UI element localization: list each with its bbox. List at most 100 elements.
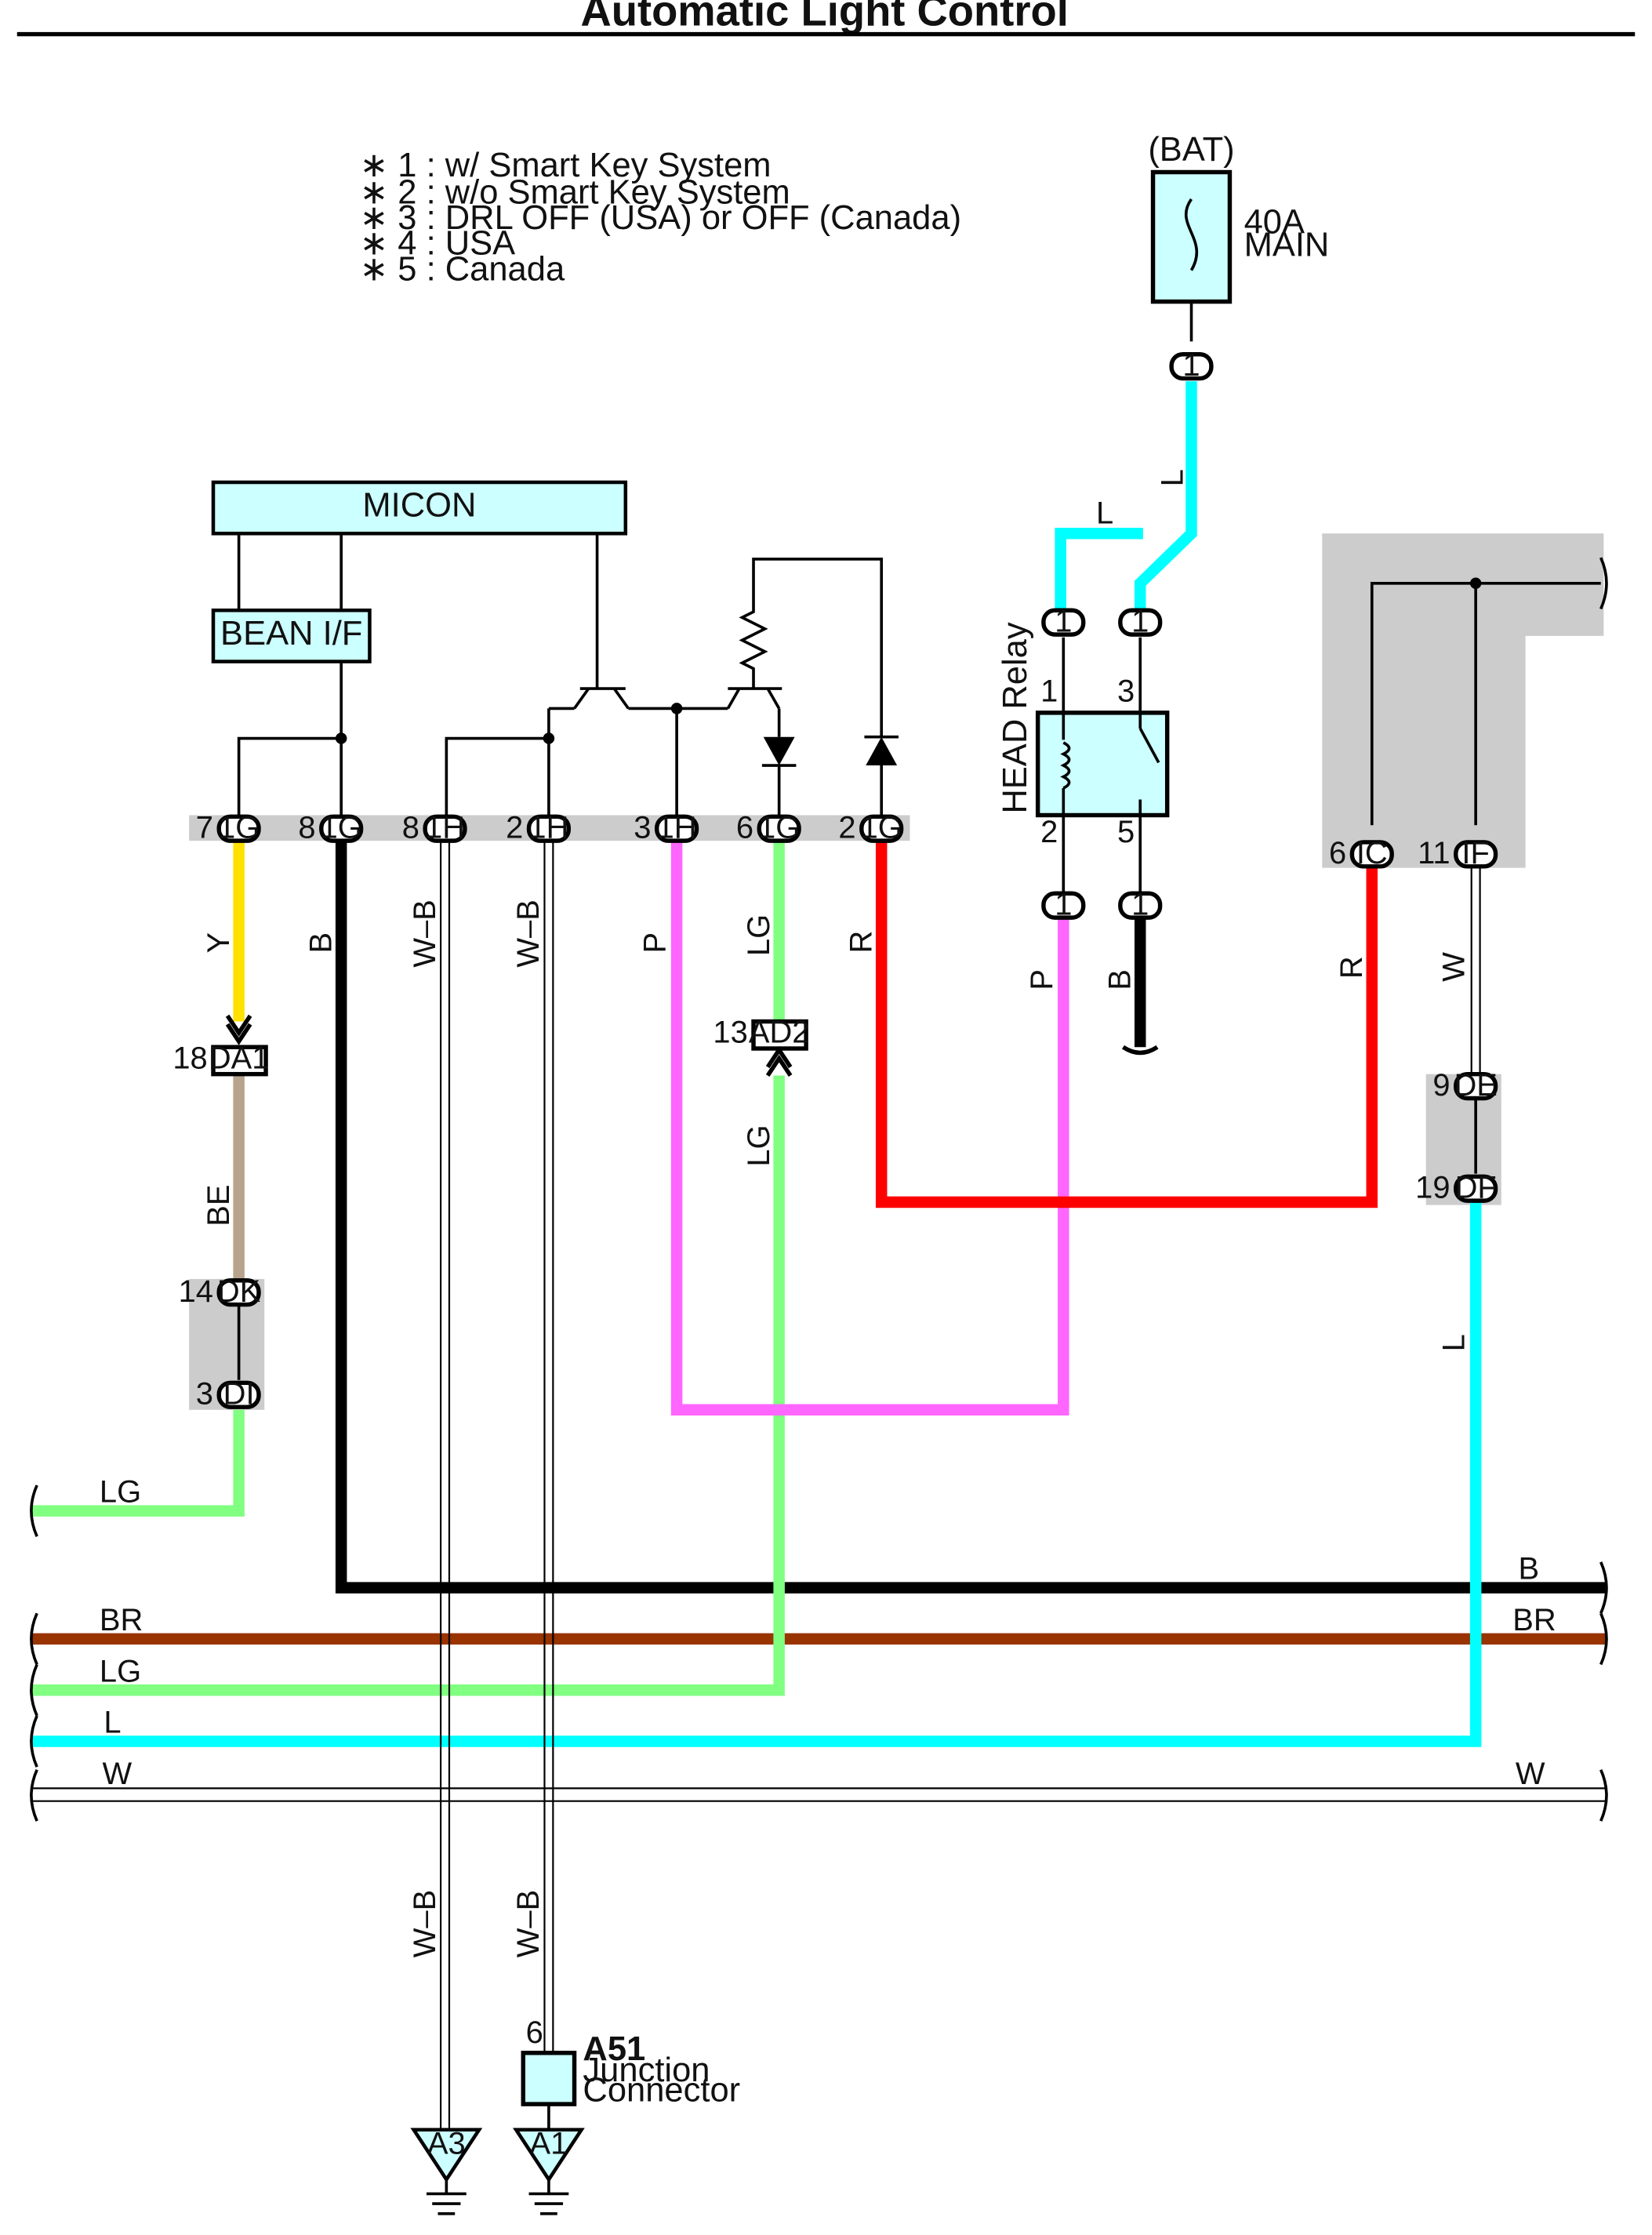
svg-text:AD2: AD2 bbox=[749, 1016, 810, 1050]
wire-b-bus bbox=[335, 841, 1607, 1594]
fuse-icon bbox=[1185, 198, 1198, 271]
svg-text:A3: A3 bbox=[427, 2127, 466, 2161]
svg-text:LG: LG bbox=[100, 1475, 141, 1510]
svg-text:P: P bbox=[638, 932, 673, 954]
svg-text:6: 6 bbox=[1329, 836, 1346, 870]
svg-text:W: W bbox=[1516, 1757, 1545, 1791]
svg-text:DF: DF bbox=[1455, 1170, 1497, 1205]
svg-text:1G: 1G bbox=[758, 811, 800, 845]
head-relay-label: HEAD Relay bbox=[997, 622, 1034, 814]
connector-relay-out-1: 1 bbox=[1041, 887, 1086, 921]
svg-text:W–B: W–B bbox=[408, 899, 442, 967]
svg-text:Y: Y bbox=[202, 932, 236, 954]
svg-text:1H: 1H bbox=[657, 811, 697, 845]
svg-text:8: 8 bbox=[402, 811, 419, 845]
junction-label-1: Junction bbox=[583, 2051, 710, 2089]
svg-text:B: B bbox=[1103, 969, 1138, 990]
relay-pin-2: 2 bbox=[1040, 815, 1058, 849]
micon-junction-dots bbox=[335, 703, 683, 744]
svg-text:L: L bbox=[1437, 1334, 1472, 1351]
svg-text:W–B: W–B bbox=[511, 899, 546, 967]
svg-text:W–B: W–B bbox=[511, 1890, 546, 1957]
ic-if-internal bbox=[1370, 581, 1601, 826]
connector-relay-out-2: 1 bbox=[1118, 887, 1163, 921]
svg-text:2: 2 bbox=[506, 811, 523, 845]
head-relay-box bbox=[1035, 710, 1170, 818]
ic-if-junction-dot bbox=[1469, 577, 1482, 590]
svg-text:1G: 1G bbox=[861, 811, 902, 845]
diagram-title: Automatic Light Control bbox=[580, 0, 1068, 35]
wire-labels: L L Y B W–B W–B P LG R P B R W LG BE L L… bbox=[100, 469, 1556, 1957]
svg-text:3: 3 bbox=[196, 1377, 213, 1412]
svg-text:LG: LG bbox=[100, 1654, 141, 1688]
connector-block-ic-if bbox=[1322, 533, 1604, 868]
junction-pin: 6 bbox=[526, 2015, 543, 2050]
wire-wb-2 bbox=[543, 841, 554, 2056]
svg-text:1: 1 bbox=[1131, 604, 1149, 638]
micon-label: MICON bbox=[362, 487, 476, 525]
svg-text:1: 1 bbox=[1055, 604, 1072, 638]
svg-text:A1: A1 bbox=[530, 2127, 568, 2161]
svg-text:11: 11 bbox=[1418, 836, 1450, 870]
svg-text:14: 14 bbox=[179, 1274, 213, 1309]
junction-id: A51 bbox=[583, 2030, 645, 2068]
head-relay-internals bbox=[1060, 637, 1160, 894]
fuse-main-box bbox=[1150, 169, 1233, 304]
junction-connector-a51 bbox=[521, 2051, 577, 2106]
wire-b-relay-break bbox=[1121, 1045, 1159, 1056]
svg-text:B: B bbox=[1519, 1552, 1540, 1586]
wire-r bbox=[875, 841, 1378, 1208]
wire-l-top bbox=[1055, 528, 1143, 612]
wire-wb-1 bbox=[440, 841, 451, 2135]
svg-text:W–B: W–B bbox=[408, 1890, 442, 1957]
connector-11-if: 11 IF bbox=[1418, 836, 1498, 870]
note-2: ∗ 2 : w/o Smart Key System bbox=[360, 173, 790, 211]
svg-text:DA1: DA1 bbox=[209, 1041, 270, 1075]
svg-text:9: 9 bbox=[1432, 1068, 1450, 1103]
micon-box bbox=[211, 480, 628, 536]
note-1: ∗ 1 : w/ Smart Key System bbox=[360, 147, 772, 184]
wire-p bbox=[670, 841, 1069, 1416]
connector-relay-in-2: 1 bbox=[1118, 604, 1163, 638]
svg-text:1G: 1G bbox=[218, 811, 260, 845]
wire-lg-left bbox=[31, 1409, 245, 1517]
wire-break-marks bbox=[30, 557, 1608, 1822]
svg-text:IF: IF bbox=[1461, 836, 1489, 870]
wires bbox=[31, 381, 1607, 2135]
svg-text:IC: IC bbox=[1356, 836, 1388, 870]
relay-pin-3: 3 bbox=[1117, 674, 1135, 708]
wire-w-if bbox=[1470, 864, 1481, 1079]
fuse-amp-label: 40A bbox=[1244, 204, 1305, 242]
bean-if-box bbox=[211, 608, 372, 663]
svg-text:18: 18 bbox=[172, 1041, 207, 1075]
svg-text:1: 1 bbox=[1055, 887, 1072, 921]
note-3: ∗ 3 : DRL OFF (USA) or OFF (Canada) bbox=[360, 199, 961, 237]
svg-text:DE: DE bbox=[1454, 1068, 1497, 1103]
relay-pin-5: 5 bbox=[1117, 815, 1135, 849]
svg-text:BR: BR bbox=[1512, 1603, 1556, 1637]
wire-l-bus bbox=[31, 1201, 1482, 1747]
svg-text:R: R bbox=[1334, 956, 1369, 979]
wire-l-bat bbox=[1134, 381, 1197, 612]
svg-text:6: 6 bbox=[736, 811, 753, 845]
relay-pin-1: 1 bbox=[1040, 674, 1058, 708]
svg-text:1H: 1H bbox=[528, 811, 568, 845]
svg-text:LG: LG bbox=[742, 1125, 776, 1166]
connector-mating-arrows bbox=[225, 1014, 1477, 1380]
note-4: ∗ 4 : USA bbox=[360, 225, 515, 263]
svg-text:W: W bbox=[1437, 952, 1472, 982]
svg-text:13: 13 bbox=[713, 1016, 747, 1050]
svg-text:7: 7 bbox=[196, 811, 213, 845]
svg-text:1H: 1H bbox=[425, 811, 465, 845]
